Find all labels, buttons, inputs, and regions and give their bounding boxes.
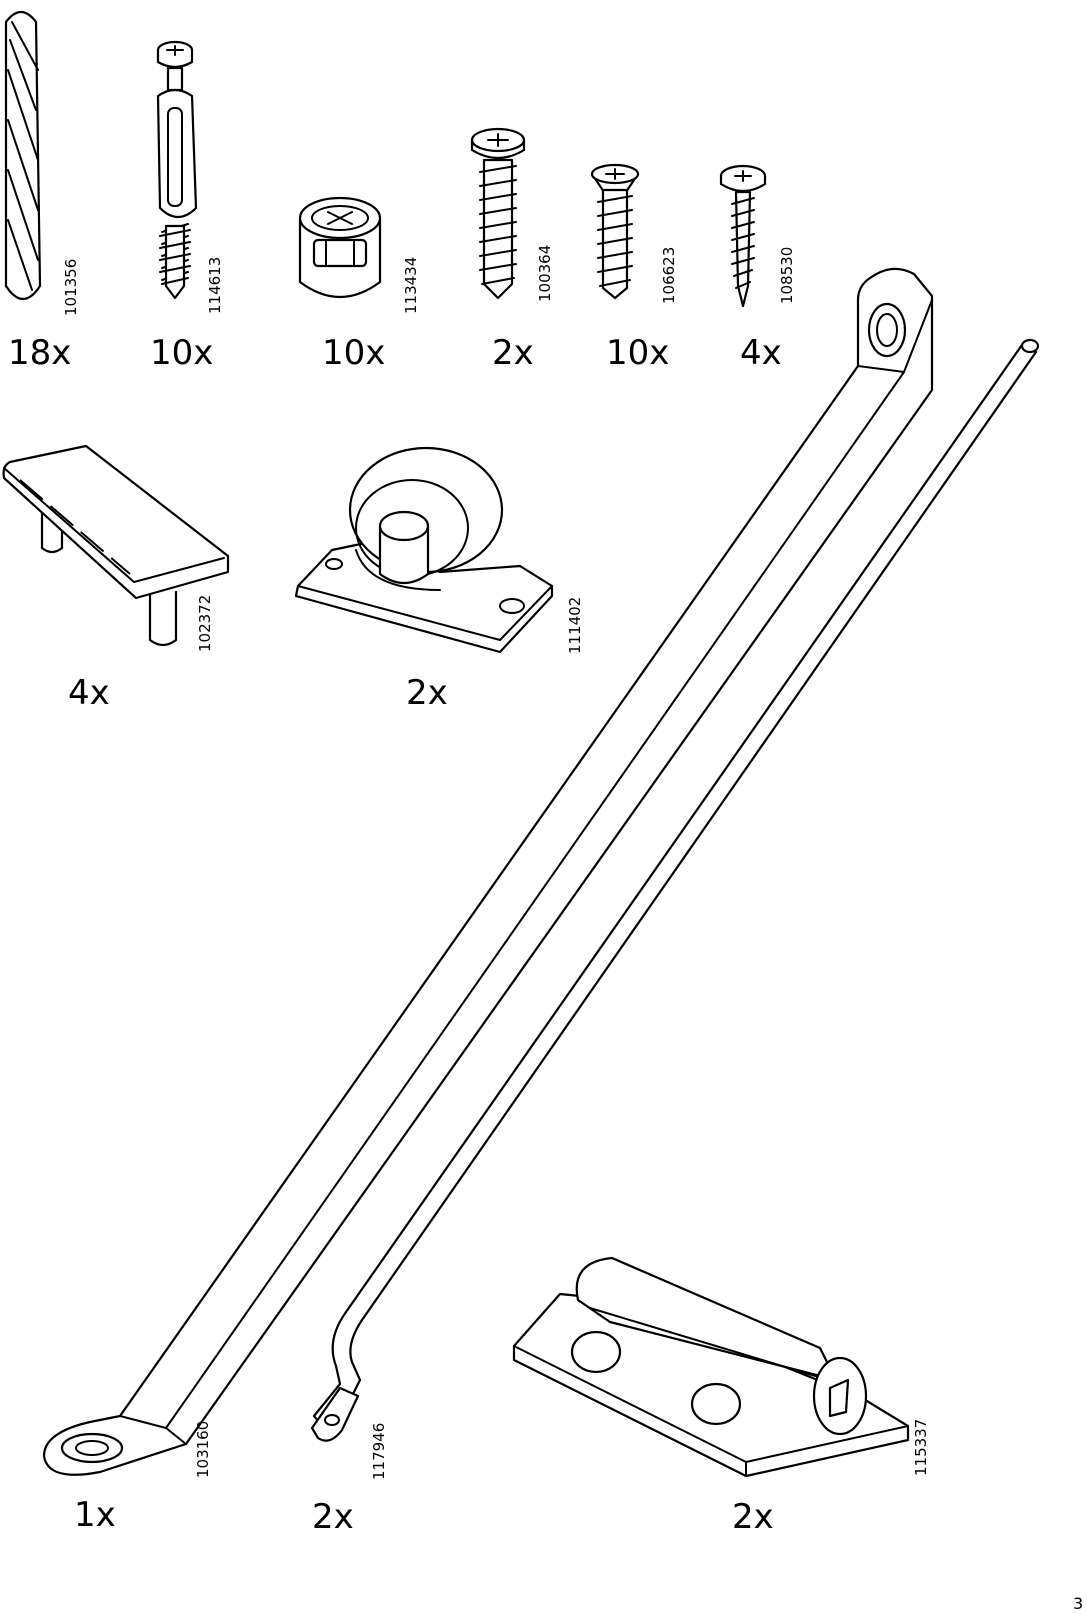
page-number: 3 [1073,1594,1084,1613]
quantity-111402: 2x [406,673,448,713]
hinge-icon [512,1256,910,1478]
article-number-117946: 117946 [370,1422,388,1480]
flat-stay-bar-icon [42,267,934,1476]
article-number-114613: 114613 [206,256,224,314]
article-number-100364: 100364 [536,244,554,302]
cam-lock-bolt-icon [156,40,198,300]
countersunk-screw-icon [590,163,640,300]
article-number-103160: 103160 [194,1420,212,1478]
pan-head-screw-icon [470,127,526,300]
article-number-106623: 106623 [660,246,678,304]
quantity-115337: 2x [732,1497,774,1537]
quantity-103160: 1x [74,1495,116,1535]
article-number-111402: 111402 [566,596,584,654]
wooden-dowel-icon [4,10,42,301]
quantity-100364: 2x [492,333,534,373]
quantity-114613: 10x [150,333,214,373]
quantity-101356: 18x [8,333,72,373]
article-number-102372: 102372 [196,594,214,652]
article-number-108530: 108530 [778,246,796,304]
quantity-108530: 4x [740,333,782,373]
article-number-113434: 113434 [402,256,420,314]
pull-handle-icon [2,444,230,647]
quantity-102372: 4x [68,673,110,713]
quantity-106623: 10x [606,333,670,373]
cam-lock-nut-icon [298,196,382,299]
castor-wheel-icon [294,446,554,654]
article-number-115337: 115337 [912,1418,930,1476]
wood-screw-icon [719,164,767,308]
article-number-101356: 101356 [62,258,80,316]
bent-rod-icon [310,338,1040,1442]
quantity-113434: 10x [322,333,386,373]
quantity-117946: 2x [312,1497,354,1537]
